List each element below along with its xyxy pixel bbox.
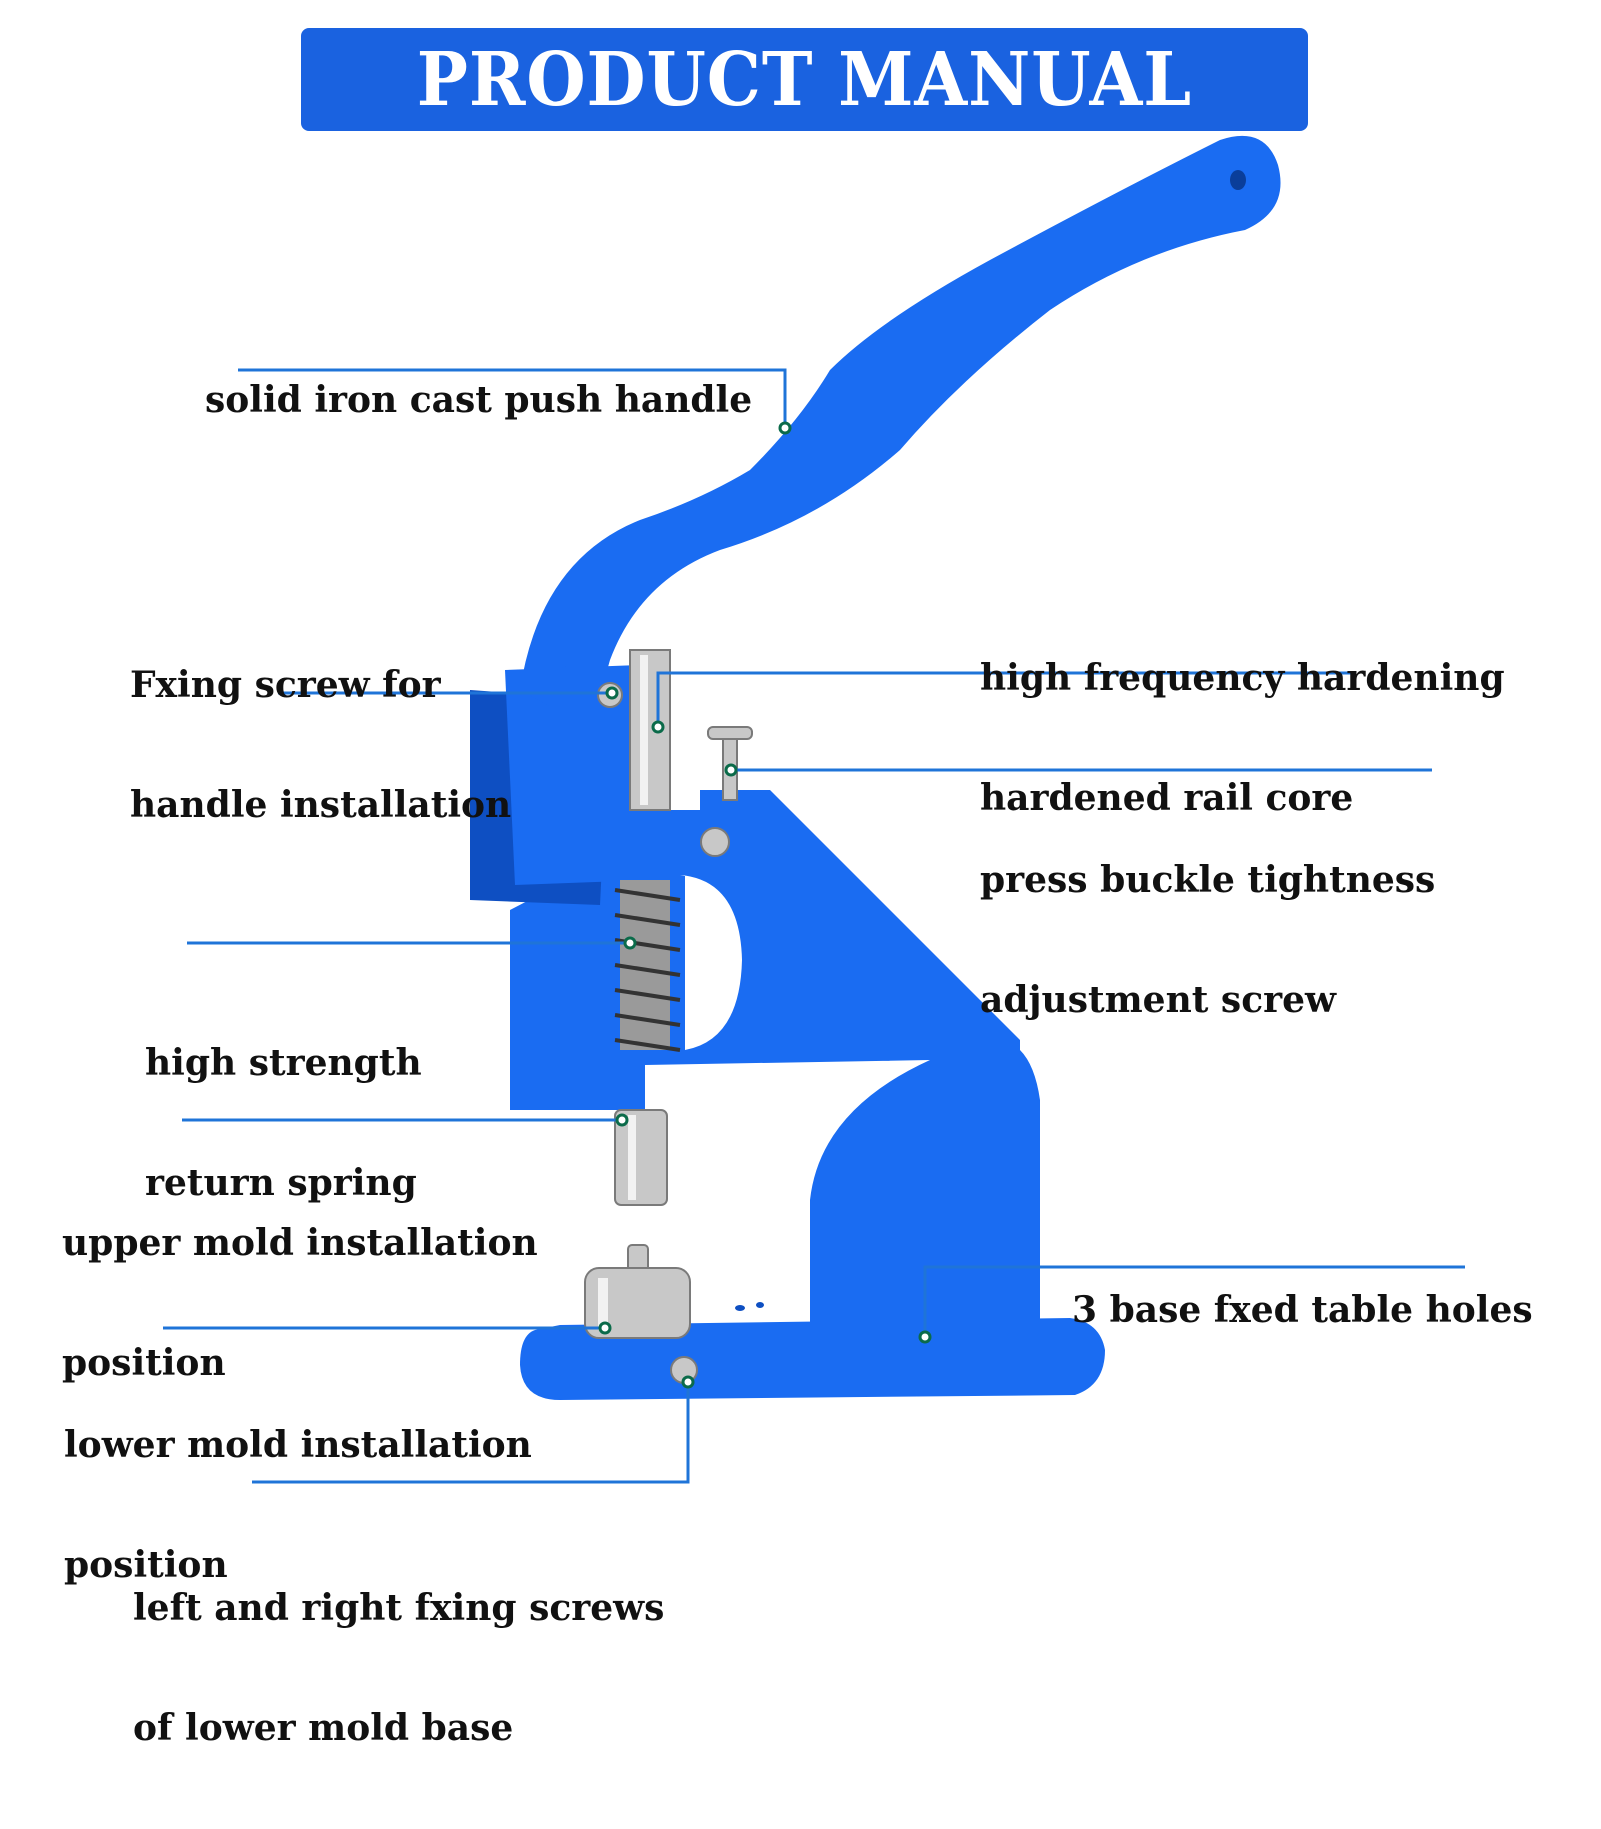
callout-upper-mold: upper mold installation position	[62, 1143, 538, 1463]
push-handle-shape	[520, 135, 1281, 721]
leader-rail-core	[656, 671, 1353, 727]
callout-line: press buckle tightness	[980, 859, 1436, 901]
return-spring-icon	[614, 888, 681, 1052]
callout-line: high strength	[145, 1042, 422, 1084]
callout-line: upper mold installation	[62, 1222, 538, 1264]
callout-line: return spring	[145, 1162, 417, 1204]
callout-line: handle installation	[130, 784, 512, 826]
title-banner: PRODUCT MANUAL	[301, 28, 1308, 131]
callout-tightness-screw: press buckle tightness adjustment screw	[980, 780, 1435, 1100]
handle-pivot-block	[545, 664, 632, 800]
page-title: PRODUCT MANUAL	[416, 36, 1193, 123]
lower-mold-highlight	[598, 1278, 608, 1330]
callout-line: adjustment screw	[980, 979, 1336, 1021]
callout-line: of lower mold base	[133, 1707, 514, 1749]
marker-dot-icon	[724, 763, 738, 777]
callout-line: hardened rail core	[980, 777, 1354, 819]
side-screw-icon	[700, 827, 730, 857]
callout-line: position	[62, 1342, 226, 1384]
marker-dot-icon	[681, 1375, 695, 1389]
marker-dot-icon	[918, 1330, 932, 1344]
tightness-screw-head	[707, 726, 753, 740]
handle-hole-icon	[1230, 170, 1246, 190]
product-manual-diagram: PRODUCT MANUAL	[62, 28, 1533, 1748]
upper-mold-highlight	[628, 1115, 636, 1200]
callout-line: lower mold installation	[64, 1424, 532, 1466]
leader-lines	[163, 368, 1465, 1484]
callout-line: Fxing screw for	[130, 664, 441, 706]
press-machine-illustration	[163, 135, 1465, 1484]
callout-base-screws: left and right fxing screws of lower mol…	[133, 1508, 664, 1828]
leader-base-screws	[252, 1382, 690, 1484]
marker-dot-icon	[623, 936, 637, 950]
callout-line: high frequency hardening	[980, 657, 1505, 699]
callout-return-spring: high strength return spring	[145, 963, 422, 1283]
callout-line: 3 base fxed table holes	[1072, 1289, 1533, 1331]
callout-line: solid iron cast push handle	[205, 379, 753, 421]
callout-table-holes: 3 base fxed table holes	[1072, 1210, 1533, 1410]
leader-table-holes	[923, 1265, 1465, 1337]
marker-dot-icon	[598, 1321, 612, 1335]
frame-throat	[680, 875, 742, 1050]
marker-dot-icon	[778, 421, 792, 435]
table-hole-icon	[735, 1305, 745, 1311]
marker-dot-icon	[651, 720, 665, 734]
callout-handle-screw: Fxing screw for handle installation	[130, 585, 511, 905]
callout-rail-core: high frequency hardening hardened rail c…	[980, 578, 1505, 898]
callout-line: position	[64, 1544, 228, 1586]
table-hole-icon	[756, 1302, 764, 1308]
lower-mold-icon	[584, 1267, 691, 1339]
callout-lower-mold: lower mold installation position	[64, 1345, 532, 1665]
marker-dots	[598, 421, 932, 1389]
callout-line: left and right fxing screws	[133, 1587, 665, 1629]
callout-push-handle: solid iron cast push handle	[205, 300, 752, 500]
marker-dot-icon	[605, 686, 619, 700]
marker-dot-icon	[615, 1113, 629, 1127]
rail-core-highlight	[640, 655, 648, 805]
leader-push-handle	[238, 368, 787, 428]
